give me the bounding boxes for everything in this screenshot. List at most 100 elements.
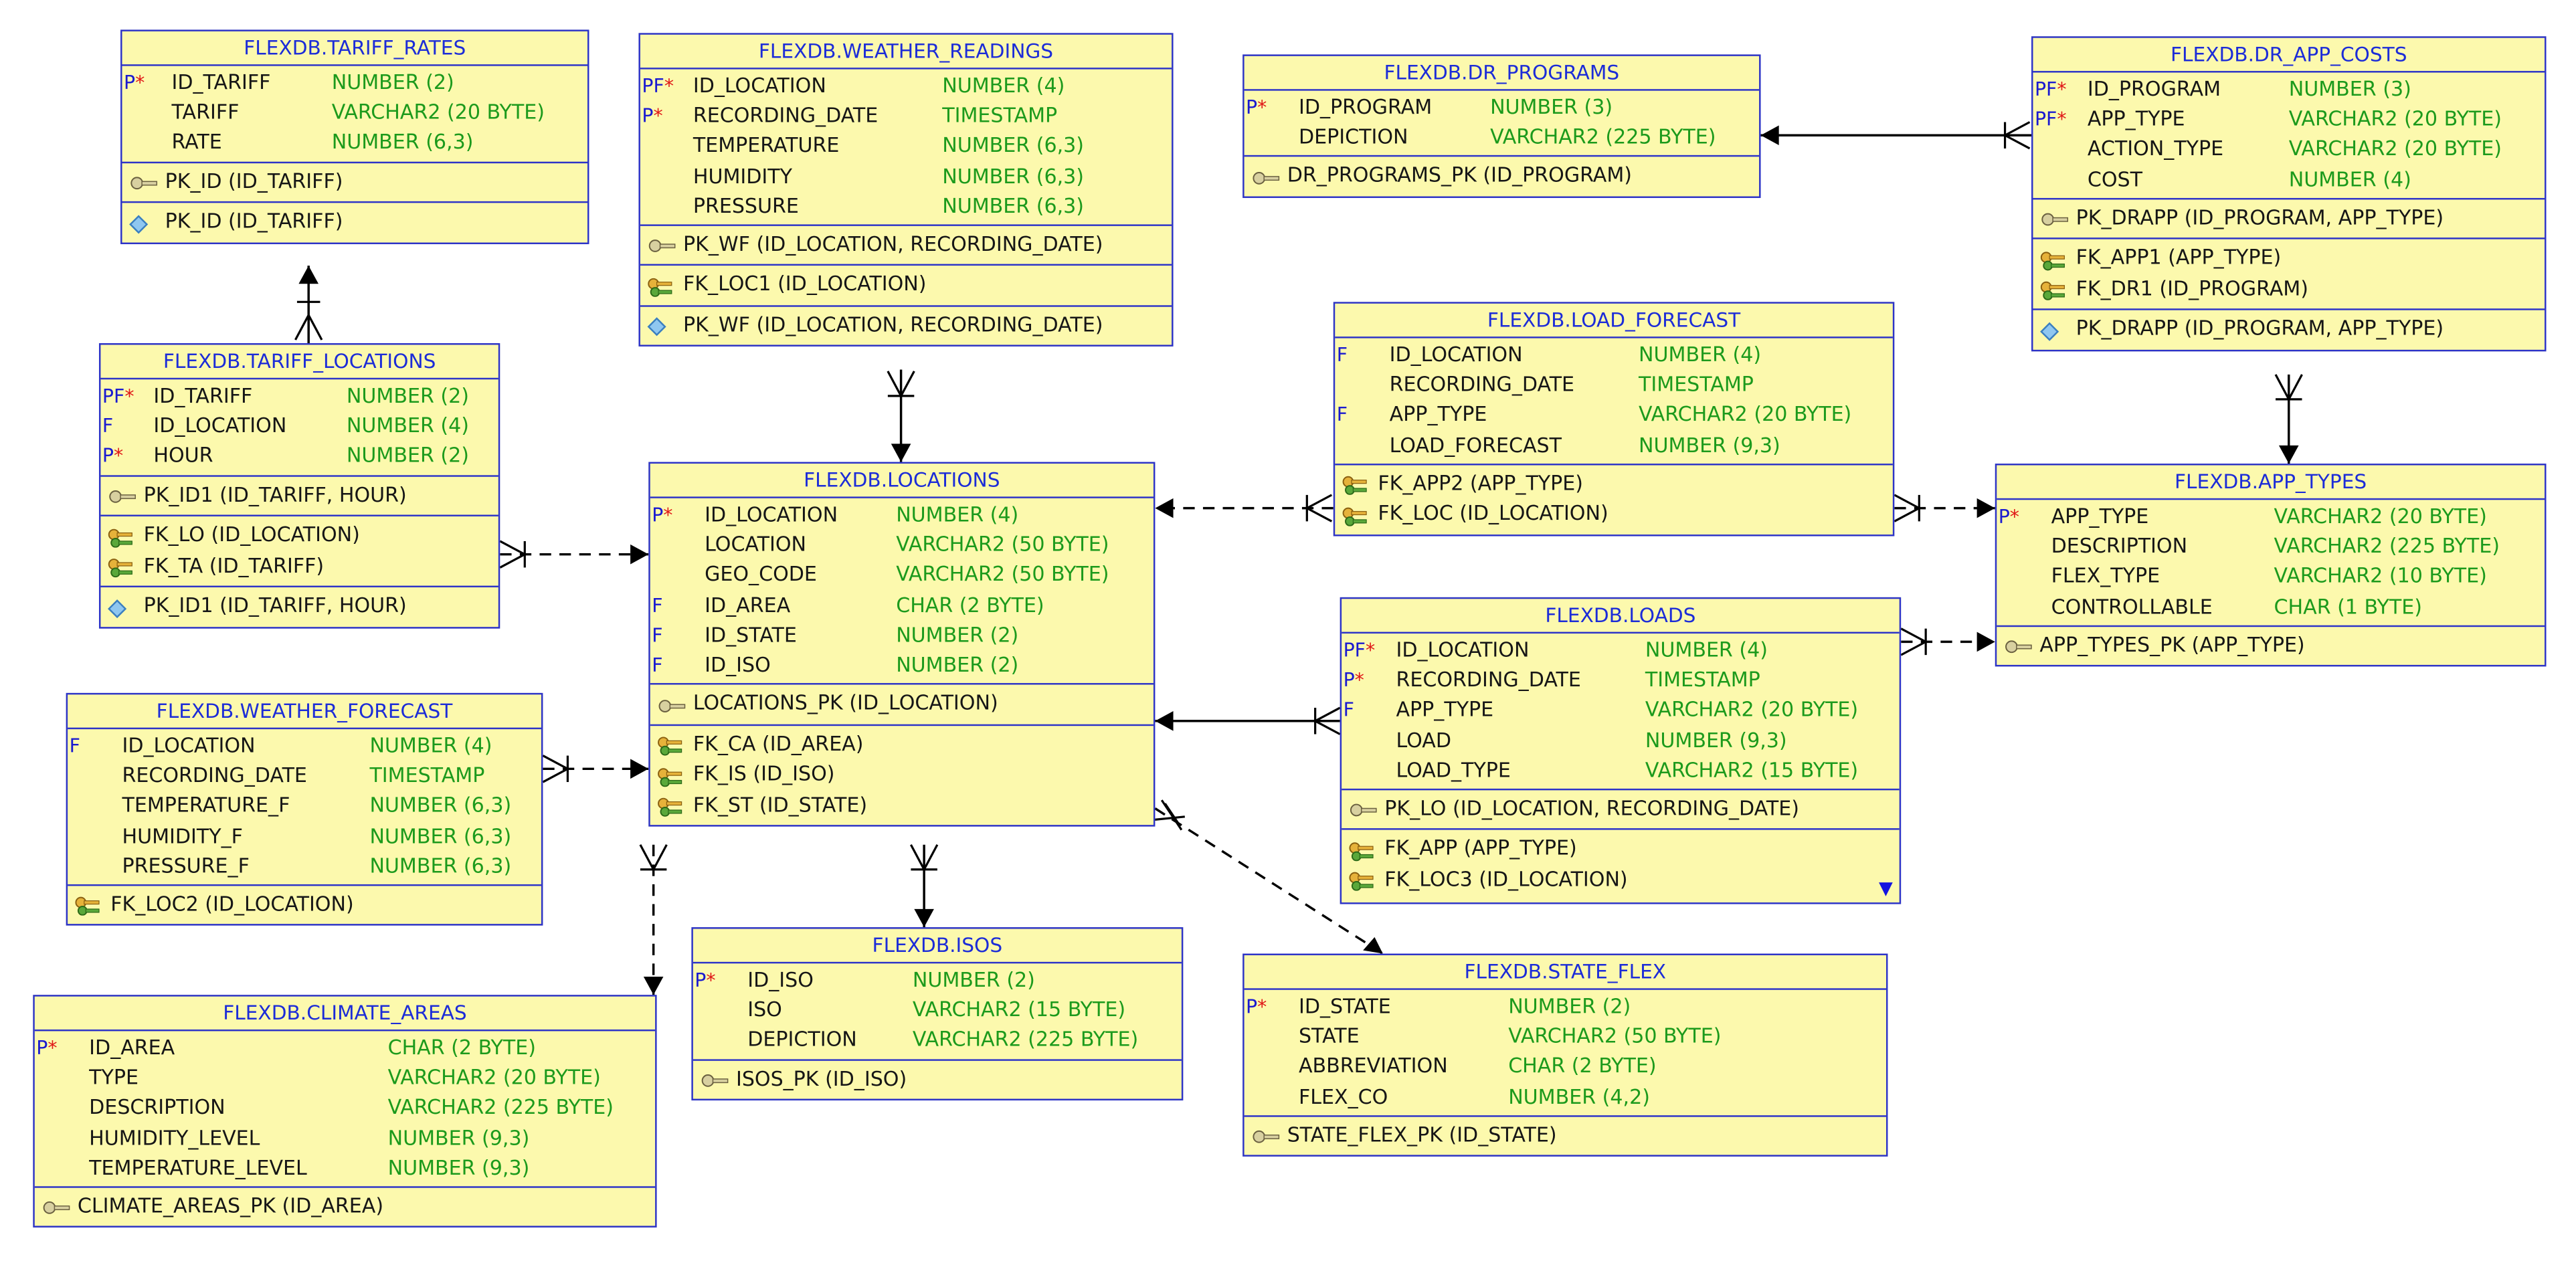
fk-constraint-row[interactable]: FK_LOC3 (ID_LOCATION) <box>1342 864 1900 895</box>
pk-constraint-row[interactable]: LOCATIONS_PK (ID_LOCATION) <box>650 688 1154 719</box>
idx-constraint-row[interactable]: PK_ID1 (ID_TARIFF, HOUR) <box>100 591 498 621</box>
pk-constraint-row[interactable]: PK_LO (ID_LOCATION, RECORDING_DATE) <box>1342 793 1900 824</box>
pk-constraint-row[interactable]: PK_ID (ID_TARIFF) <box>122 166 587 197</box>
fk-constraint-row[interactable]: FK_APP1 (APP_TYPE) <box>2033 243 2545 274</box>
crowfoot <box>909 844 925 870</box>
arrowhead <box>1976 631 1995 652</box>
fk-constraint-row[interactable]: FK_DR1 (ID_PROGRAM) <box>2033 274 2545 304</box>
fk-constraint-row[interactable]: FK_LO (ID_LOCATION) <box>100 520 498 551</box>
pk-constraint-row[interactable]: PK_DRAPP (ID_PROGRAM, APP_TYPE) <box>2033 203 2545 233</box>
idx-constraint-row[interactable]: PK_DRAPP (ID_PROGRAM, APP_TYPE) <box>2033 314 2545 345</box>
fk-constraint-row[interactable]: FK_TA (ID_TARIFF) <box>100 551 498 581</box>
fk-constraint-row[interactable]: FK_ST (ID_STATE) <box>650 789 1154 820</box>
fk-constraint-row[interactable]: FK_LOC1 (ID_LOCATION) <box>640 270 1172 300</box>
pk-constraint-row[interactable]: PK_WF (ID_LOCATION, RECORDING_DATE) <box>640 229 1172 260</box>
fk-constraint-row[interactable]: FK_IS (ID_ISO) <box>650 759 1154 790</box>
key-flag: F <box>652 593 663 617</box>
fk-constraint-row[interactable]: FK_CA (ID_AREA) <box>650 728 1154 759</box>
fk-constraint-row[interactable]: FK_APP (APP_TYPE) <box>1342 834 1900 865</box>
pk-constraint-row[interactable]: CLIMATE_AREAS_PK (ID_AREA) <box>35 1191 655 1222</box>
pk-constraint-row[interactable]: ISOS_PK (ID_ISO) <box>693 1064 1182 1094</box>
fk-constraint-row[interactable]: FK_LOC2 (ID_LOCATION) <box>68 889 541 920</box>
column-name: COST <box>2087 167 2142 191</box>
pk-constraint-row[interactable]: APP_TYPES_PK (APP_TYPE) <box>1997 630 2545 661</box>
scroll-more-icon[interactable]: ▼ <box>1878 878 1893 900</box>
pk-constraint-row[interactable]: DR_PROGRAMS_PK (ID_PROGRAM) <box>1245 161 1759 191</box>
column-type: VARCHAR2 (20 BYTE) <box>1645 698 1859 722</box>
pk-constraint-row[interactable]: STATE_FLEX_PK (ID_STATE) <box>1245 1120 1886 1151</box>
fk-constraint-row[interactable]: FK_APP2 (APP_TYPE) <box>1335 468 1893 499</box>
idx-constraint-row[interactable]: PK_WF (ID_LOCATION, RECORDING_DATE) <box>640 310 1172 341</box>
idx-constraint-row[interactable]: PK_ID (ID_TARIFF) <box>122 206 587 237</box>
pk-constraint-row[interactable]: PK_ID1 (ID_TARIFF, HOUR) <box>100 480 498 510</box>
fk-constraint-row[interactable]: FK_LOC (ID_LOCATION) <box>1335 498 1893 529</box>
